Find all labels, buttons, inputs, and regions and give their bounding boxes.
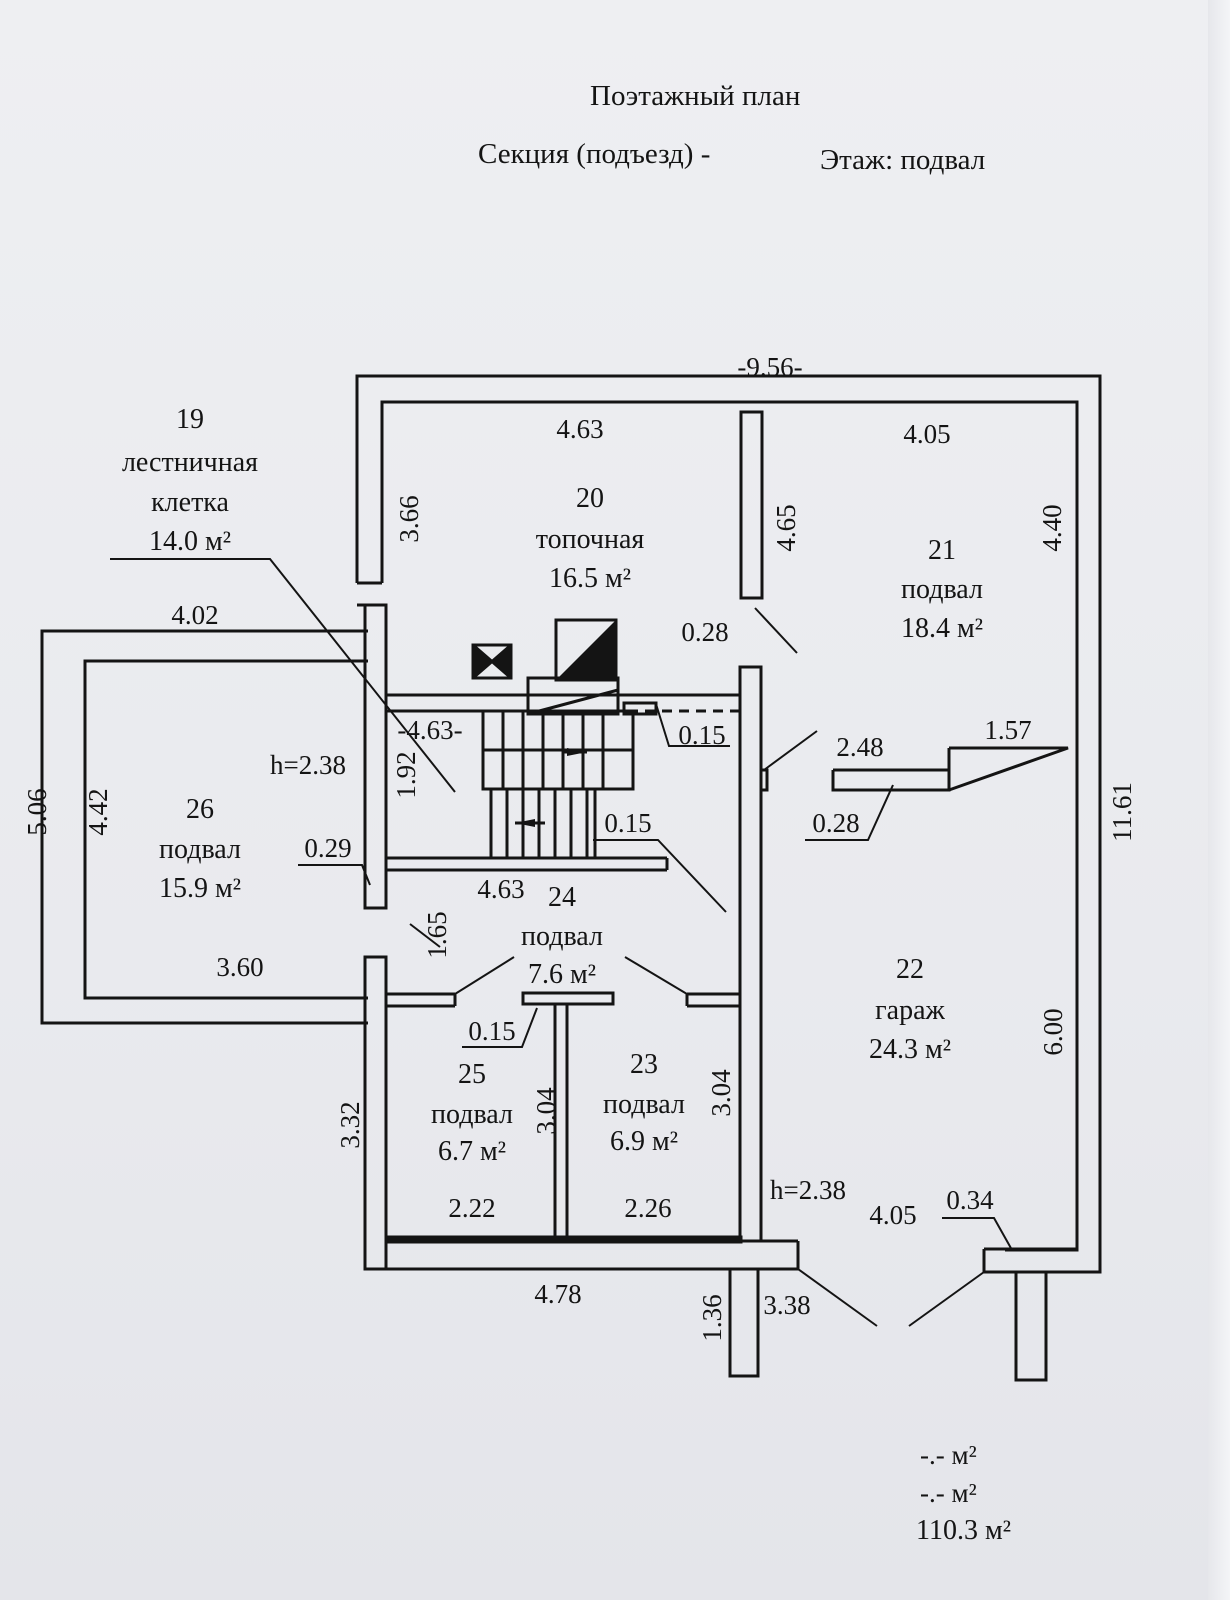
- dim-3-60: 3.60: [216, 952, 263, 982]
- partition-top: [521, 991, 615, 1006]
- partition-wall: [553, 1002, 569, 1239]
- dim-0-15-a: 0.15: [678, 720, 725, 750]
- room-20-name: топочная: [536, 524, 645, 555]
- dim-4-63-mid: 4.63: [477, 874, 524, 904]
- dim-4-05-top: 4.05: [903, 419, 950, 449]
- wall-segment: [739, 410, 764, 600]
- dim-11-61: 11.61: [1107, 782, 1137, 842]
- dim-3-38: 3.38: [763, 1290, 810, 1320]
- dim-h-2-38-b: h=2.38: [770, 1175, 846, 1205]
- door-swing: [624, 956, 688, 995]
- leader-0-34: [942, 1217, 1013, 1251]
- dim-h-2-38-a: h=2.38: [270, 750, 346, 780]
- total-line-1: -.- м²: [920, 1440, 977, 1470]
- dim-4-65: 4.65: [771, 504, 801, 551]
- room-19-name-2: клетка: [151, 487, 229, 518]
- wall-segment: [363, 955, 388, 1271]
- room-26-number: 26: [186, 794, 214, 825]
- room-25-number: 25: [458, 1059, 486, 1090]
- area-totals: -.- м² -.- м² 110.3 м²: [916, 1436, 1011, 1550]
- dim-1-92: 1.92: [391, 751, 421, 798]
- room-22-area: 24.3 м²: [869, 1034, 951, 1065]
- room-25-area: 6.7 м²: [438, 1136, 506, 1167]
- room-19-area: 14.0 м²: [149, 526, 231, 557]
- dim-4-78: 4.78: [534, 1279, 581, 1309]
- leader-0-28-b: [805, 784, 894, 841]
- dim-1-65: 1.65: [422, 911, 452, 958]
- dim-0-34: 0.34: [946, 1185, 994, 1215]
- dim-0-15-c: 0.15: [468, 1016, 515, 1046]
- wall-stub: [728, 1267, 760, 1378]
- dim-4-40: 4.40: [1037, 504, 1067, 551]
- dim-3-32: 3.32: [335, 1101, 365, 1148]
- dim-2-48: 2.48: [836, 732, 883, 762]
- dim-4-42: 4.42: [83, 788, 113, 835]
- dim-1-57: 1.57: [984, 715, 1031, 745]
- room-20-area: 16.5 м²: [549, 563, 631, 594]
- room-23-area: 6.9 м²: [610, 1126, 678, 1157]
- leader-19: [110, 558, 456, 793]
- wall-segment: [363, 603, 388, 910]
- dim-0-29: 0.29: [304, 833, 351, 863]
- annex-inner-wall: [83, 659, 368, 1000]
- room-23-number: 23: [630, 1049, 658, 1080]
- dim-3-04-a: 3.04: [531, 1087, 561, 1135]
- dim-4-63-top: 4.63: [556, 414, 603, 444]
- boiler-fill: [556, 620, 616, 680]
- room-22-name: гараж: [875, 995, 945, 1026]
- plan-title: Поэтажный план: [590, 80, 801, 112]
- dim-6-00: 6.00: [1038, 1008, 1068, 1055]
- total-line-2: -.- м²: [920, 1478, 977, 1508]
- stair-flight-lower: [489, 787, 597, 860]
- garage-door-swing-right: [908, 1271, 985, 1327]
- leader-0-15-a: [655, 703, 730, 747]
- door-swing: [754, 607, 798, 654]
- dim-4-05-bottom: 4.05: [869, 1200, 916, 1230]
- room-20-number: 20: [576, 483, 604, 514]
- dim-1-36: 1.36: [697, 1294, 727, 1341]
- dim-2-22: 2.22: [448, 1193, 495, 1223]
- dim-3-66: 3.66: [394, 495, 424, 542]
- dim-5-06: 5.06: [22, 788, 52, 835]
- door-swing: [454, 956, 515, 995]
- small-box: [622, 701, 658, 716]
- annex-outer-wall: [40, 629, 368, 1025]
- garage-door-swing-left: [797, 1268, 878, 1327]
- room-26-name: подвал: [159, 834, 241, 865]
- dim-4-02: 4.02: [171, 600, 218, 630]
- floor-label: Этаж: подвал: [820, 144, 986, 176]
- dim-0-15-b: 0.15: [604, 808, 651, 838]
- leader-0-29: [298, 864, 371, 886]
- room-25-name: подвал: [431, 1099, 513, 1130]
- section-label: Секция (подъезд) -: [478, 138, 711, 170]
- total-line-3: 110.3 м²: [916, 1515, 1012, 1546]
- room-19-name-1: лестничная: [122, 447, 258, 478]
- wall-stub: [1014, 1270, 1048, 1382]
- leader-0-15-b: [593, 839, 727, 913]
- dim-overall-width: -9.56-: [737, 352, 802, 382]
- room-22-number: 22: [896, 954, 924, 985]
- room-21-name: подвал: [901, 574, 983, 605]
- room-19-number: 19: [176, 404, 204, 435]
- dim-3-04-b: 3.04: [706, 1069, 736, 1117]
- room-21-number: 21: [928, 535, 956, 566]
- room-24-number: 24: [548, 882, 576, 913]
- dim-2-26: 2.26: [624, 1193, 671, 1223]
- dim-0-28-a: 0.28: [681, 617, 728, 647]
- outer-wall: [355, 374, 1102, 1274]
- room-23-name: подвал: [603, 1089, 685, 1120]
- dim-4-63-stair: -4.63-: [397, 715, 462, 745]
- filled-marks: [473, 620, 616, 827]
- paper-edge: [1208, 0, 1230, 1600]
- room-21-area: 18.4 м²: [901, 613, 983, 644]
- dim-0-28-b: 0.28: [812, 808, 859, 838]
- room-26-area: 15.9 м²: [159, 873, 241, 904]
- room-24-name: подвал: [521, 921, 603, 952]
- wall-segment: [738, 665, 763, 1243]
- door-swing: [763, 730, 818, 771]
- leader-0-15-c: [462, 1007, 538, 1048]
- room-24-area: 7.6 м²: [528, 959, 596, 990]
